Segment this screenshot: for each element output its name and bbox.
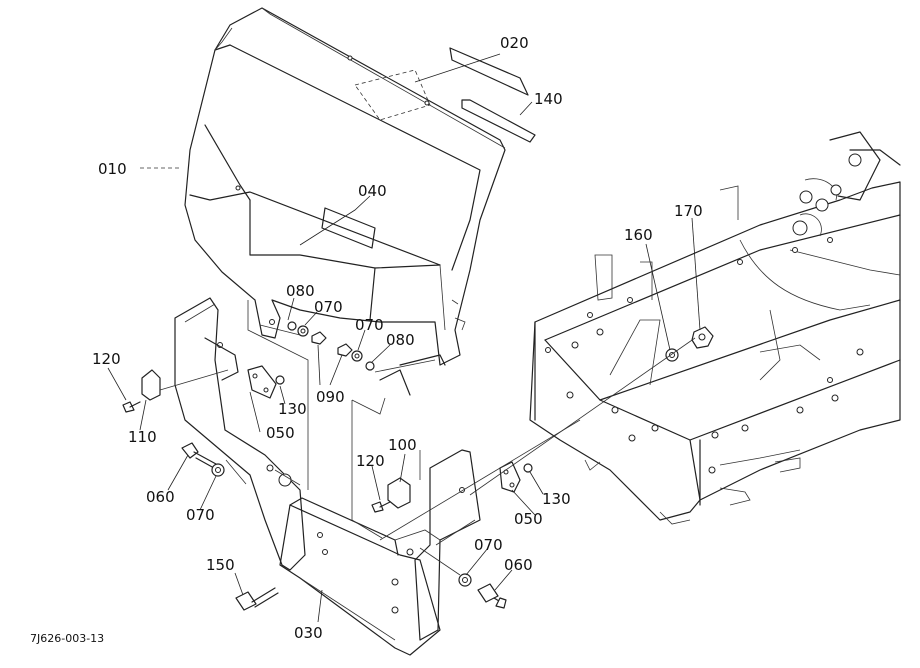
part-140-strip — [461, 99, 536, 143]
label-080-b: 080 — [386, 331, 415, 349]
label-100: 100 — [388, 436, 417, 454]
label-040: 040 — [358, 182, 387, 200]
drawing-id: 7J626-003-13 — [30, 632, 104, 645]
tractor-frame — [529, 131, 901, 525]
clip-110 — [141, 369, 161, 401]
label-070-b: 070 — [355, 316, 384, 334]
label-010: 010 — [98, 160, 127, 178]
label-060-a: 060 — [146, 488, 175, 506]
label-plate-040 — [321, 207, 376, 249]
label-060-b: 060 — [504, 556, 533, 574]
clip-100 — [387, 477, 411, 509]
label-070-c: 070 — [186, 506, 215, 524]
label-050-a: 050 — [266, 424, 295, 442]
label-130-b: 130 — [542, 490, 571, 508]
label-030: 030 — [294, 624, 323, 642]
label-070-d: 070 — [474, 536, 503, 554]
label-080-a: 080 — [286, 282, 315, 300]
label-070-a: 070 — [314, 298, 343, 316]
label-020: 020 — [500, 34, 529, 52]
part-labels: 010 020 140 040 080 070 070 080 090 160 … — [92, 34, 703, 642]
label-110: 110 — [128, 428, 157, 446]
label-170: 170 — [674, 202, 703, 220]
front-grille-010 — [184, 7, 506, 366]
plate-050-left — [247, 365, 277, 399]
label-120-b: 120 — [356, 452, 385, 470]
label-090: 090 — [316, 388, 345, 406]
label-120-a: 120 — [92, 350, 121, 368]
fasteners — [122, 321, 714, 611]
assembly-lines — [159, 300, 696, 576]
leader-lines — [107, 53, 701, 623]
bracket-030 — [141, 297, 521, 656]
label-130-a: 130 — [278, 400, 307, 418]
label-150: 150 — [206, 556, 235, 574]
label-160: 160 — [624, 226, 653, 244]
plate-050-right — [499, 461, 521, 493]
part-020-strip — [449, 47, 529, 96]
label-140: 140 — [534, 90, 563, 108]
label-050-b: 050 — [514, 510, 543, 528]
